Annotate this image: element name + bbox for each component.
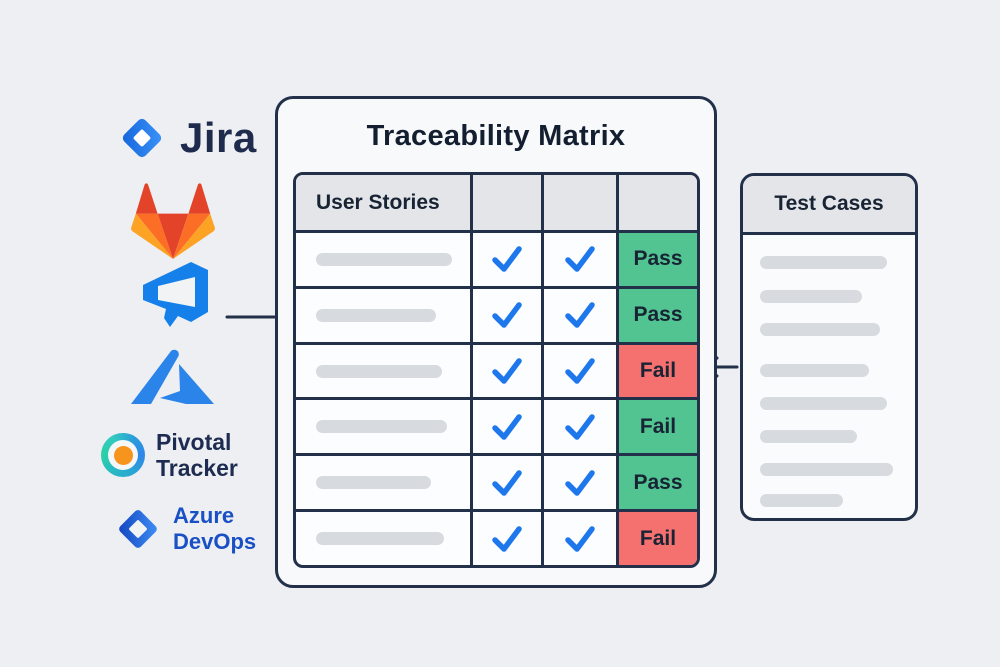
azure-devops-services-icon [143, 262, 208, 327]
user-story-placeholder [316, 364, 442, 378]
status-cell: Fail [616, 400, 697, 454]
pivotal-label-line2: Tracker [156, 455, 238, 481]
test-case-placeholder [760, 256, 887, 269]
check-cell [470, 456, 541, 510]
pivotal-tracker-icon [101, 433, 145, 477]
azure-devops-label-line1: Azure [173, 503, 235, 528]
checkmark-icon [565, 414, 595, 440]
header-col-2 [470, 175, 541, 230]
checkmark-icon [492, 525, 522, 552]
pivotal-dot [113, 445, 133, 465]
azure-devops-label: Azure DevOps [173, 503, 256, 555]
check-cell [470, 288, 541, 342]
matrix-row-1: Pass [296, 233, 697, 286]
checkmark-icon [565, 525, 595, 552]
tool-gitlab [127, 181, 219, 259]
traceability-matrix-panel: Traceability Matrix User Stories [275, 96, 717, 588]
user-story-cell [296, 289, 470, 342]
check-cell [541, 288, 616, 342]
status-cell: Pass [616, 233, 697, 286]
tool-azure-devops-services [133, 257, 213, 329]
check-cell [470, 512, 541, 565]
header-status-col [616, 175, 697, 230]
matrix-row-4: Fail [296, 397, 697, 454]
test-cases-panel: Test Cases [740, 173, 918, 521]
tool-azure-devops: Azure DevOps [110, 501, 256, 557]
matrix-row-2: Pass [296, 285, 697, 342]
test-case-placeholder [760, 290, 862, 303]
pivotal-ring [108, 440, 138, 470]
checkmark-icon [565, 358, 595, 384]
pivotal-tracker-label: Pivotal Tracker [156, 429, 238, 481]
checkmark-icon [565, 246, 595, 273]
check-cell [541, 344, 616, 398]
jira-icon [122, 118, 162, 158]
check-cell [541, 512, 616, 565]
test-case-placeholder [760, 430, 857, 443]
header-user-stories: User Stories [316, 190, 440, 214]
status-cell: Fail [616, 344, 697, 398]
user-story-placeholder [316, 532, 444, 546]
user-story-cell [296, 345, 470, 398]
gitlab-icon [131, 183, 215, 259]
checkmark-icon [492, 469, 522, 496]
test-case-placeholder [760, 463, 893, 476]
status-cell: Pass [616, 288, 697, 342]
matrix-row-3: Fail [296, 341, 697, 398]
pivotal-label-line1: Pivotal [156, 429, 232, 455]
test-case-placeholder [760, 323, 880, 336]
matrix-row-5: Pass [296, 453, 697, 510]
checkmark-icon [565, 302, 595, 328]
checkmark-icon [492, 358, 522, 384]
checkmark-icon [565, 469, 595, 496]
tool-jira: Jira [114, 110, 257, 166]
check-cell [541, 233, 616, 286]
matrix-header-row: User Stories [296, 175, 697, 233]
test-cases-title: Test Cases [743, 176, 915, 235]
test-case-placeholder [760, 364, 869, 377]
azure-devops-label-line2: DevOps [173, 529, 257, 554]
checkmark-icon [492, 414, 522, 440]
matrix-table: User Stories Pass [293, 172, 700, 568]
check-cell [470, 400, 541, 454]
azure-devops-icon [119, 510, 157, 548]
user-story-placeholder [316, 308, 436, 322]
tool-pivotal-tracker: Pivotal Tracker [101, 429, 238, 481]
matrix-row-6: Fail [296, 509, 697, 565]
user-story-cell [296, 233, 470, 286]
check-cell [470, 233, 541, 286]
user-story-cell [296, 400, 470, 453]
checkmark-icon [492, 302, 522, 328]
user-story-cell [296, 456, 470, 509]
check-cell [541, 400, 616, 454]
user-story-placeholder [316, 420, 447, 434]
tool-azure [118, 347, 215, 407]
test-case-placeholder [760, 397, 887, 410]
test-case-placeholder [760, 494, 843, 507]
azure-icon [131, 349, 214, 404]
header-col-3 [541, 175, 616, 230]
check-cell [470, 344, 541, 398]
user-story-cell [296, 512, 470, 565]
user-story-placeholder [316, 476, 431, 490]
jira-label: Jira [180, 114, 257, 161]
status-cell: Fail [616, 512, 697, 565]
user-story-placeholder [316, 252, 452, 266]
matrix-body: Pass Pass [296, 233, 697, 565]
checkmark-icon [492, 246, 522, 273]
status-cell: Pass [616, 456, 697, 510]
check-cell [541, 456, 616, 510]
matrix-title: Traceability Matrix [366, 120, 626, 152]
